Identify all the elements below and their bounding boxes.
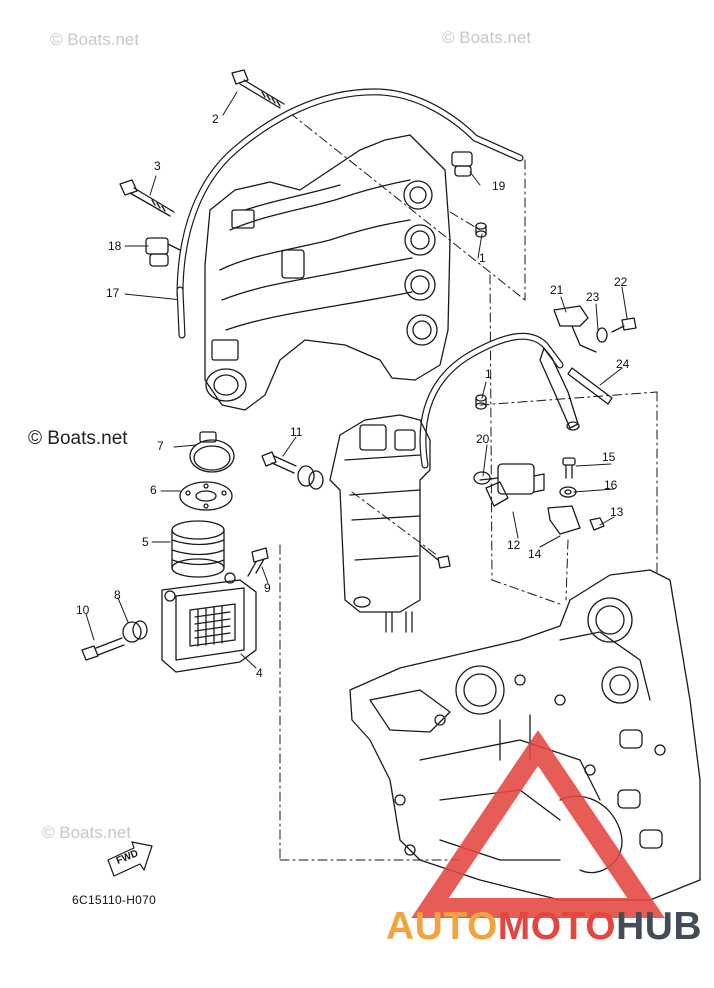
callout-9: 9 — [264, 581, 271, 595]
leader-lines — [85, 91, 628, 669]
washer-16 — [559, 486, 577, 498]
bolt-2 — [231, 69, 285, 109]
dowel-pin-lower — [475, 394, 487, 410]
brand-hub: HUB — [616, 905, 703, 948]
watermark-top-right: © Boats.net — [442, 28, 532, 47]
bolt-22 — [611, 317, 637, 333]
callout-15: 15 — [602, 450, 616, 464]
grommet-8 — [122, 620, 148, 643]
bolt-3 — [119, 179, 175, 217]
callout-13: 13 — [610, 505, 624, 519]
callout-8: 8 — [114, 588, 121, 602]
callout-5: 5 — [142, 535, 149, 549]
brand-triangle — [411, 730, 665, 918]
callout-11: 11 — [290, 425, 303, 439]
callout-4: 4 — [256, 666, 263, 680]
callout-24: 24 — [616, 357, 630, 371]
callout-12: 12 — [507, 538, 521, 552]
nut-13 — [589, 517, 605, 531]
watermark-top-left: © Boats.net — [50, 30, 140, 49]
callout-19: 19 — [492, 179, 506, 193]
callout-2: 2 — [212, 112, 219, 126]
callout-7: 7 — [157, 439, 164, 453]
washer-23 — [596, 327, 608, 343]
watermark-mid-left: © Boats.net — [28, 428, 128, 449]
clip-19 — [451, 151, 473, 177]
callout-21: 21 — [550, 283, 564, 297]
callout-23: 23 — [586, 290, 600, 304]
callout-1-lower: 1 — [485, 367, 492, 381]
callout-16: 16 — [604, 478, 618, 492]
bolt-15 — [562, 457, 576, 479]
callout-17: 17 — [106, 286, 120, 300]
clamp-20 — [473, 471, 491, 485]
watermark-bottom-left: © Boats.net — [42, 823, 132, 842]
callout-14: 14 — [528, 547, 542, 561]
brand-logo: AUTOMOTOHUB — [386, 905, 702, 949]
callout-22: 22 — [614, 275, 628, 289]
brand-auto: AUTO — [386, 905, 498, 948]
diagram-code: 6C15110-H070 — [72, 893, 157, 907]
bolt-11 — [261, 451, 324, 490]
intake-manifold — [204, 134, 451, 411]
callout-1-upper: 1 — [479, 251, 486, 265]
dowel-pin-upper — [475, 222, 487, 238]
bolt-9 — [247, 547, 269, 577]
brand-moto: MOTO — [497, 905, 617, 948]
bolt-10 — [81, 637, 125, 661]
callout-10: 10 — [76, 603, 90, 617]
gasket-6 — [179, 481, 233, 511]
clamp-7 — [189, 431, 235, 473]
callout-3: 3 — [154, 159, 161, 173]
fwd-arrow — [107, 841, 153, 877]
silencer-4 — [161, 572, 257, 673]
vapor-separator — [329, 414, 451, 633]
cable-tie-24 — [567, 367, 613, 405]
engine-block — [349, 569, 701, 901]
callout-18: 18 — [108, 239, 122, 253]
callout-6: 6 — [150, 483, 157, 497]
dash-lines — [279, 112, 658, 861]
holder-21 — [553, 305, 597, 353]
callout-20: 20 — [476, 432, 490, 446]
intake-boot-5 — [171, 520, 225, 578]
filter — [539, 347, 580, 431]
bracket-14 — [547, 505, 581, 535]
fuel-pump-12 — [479, 463, 545, 507]
clip-18 — [145, 237, 181, 267]
